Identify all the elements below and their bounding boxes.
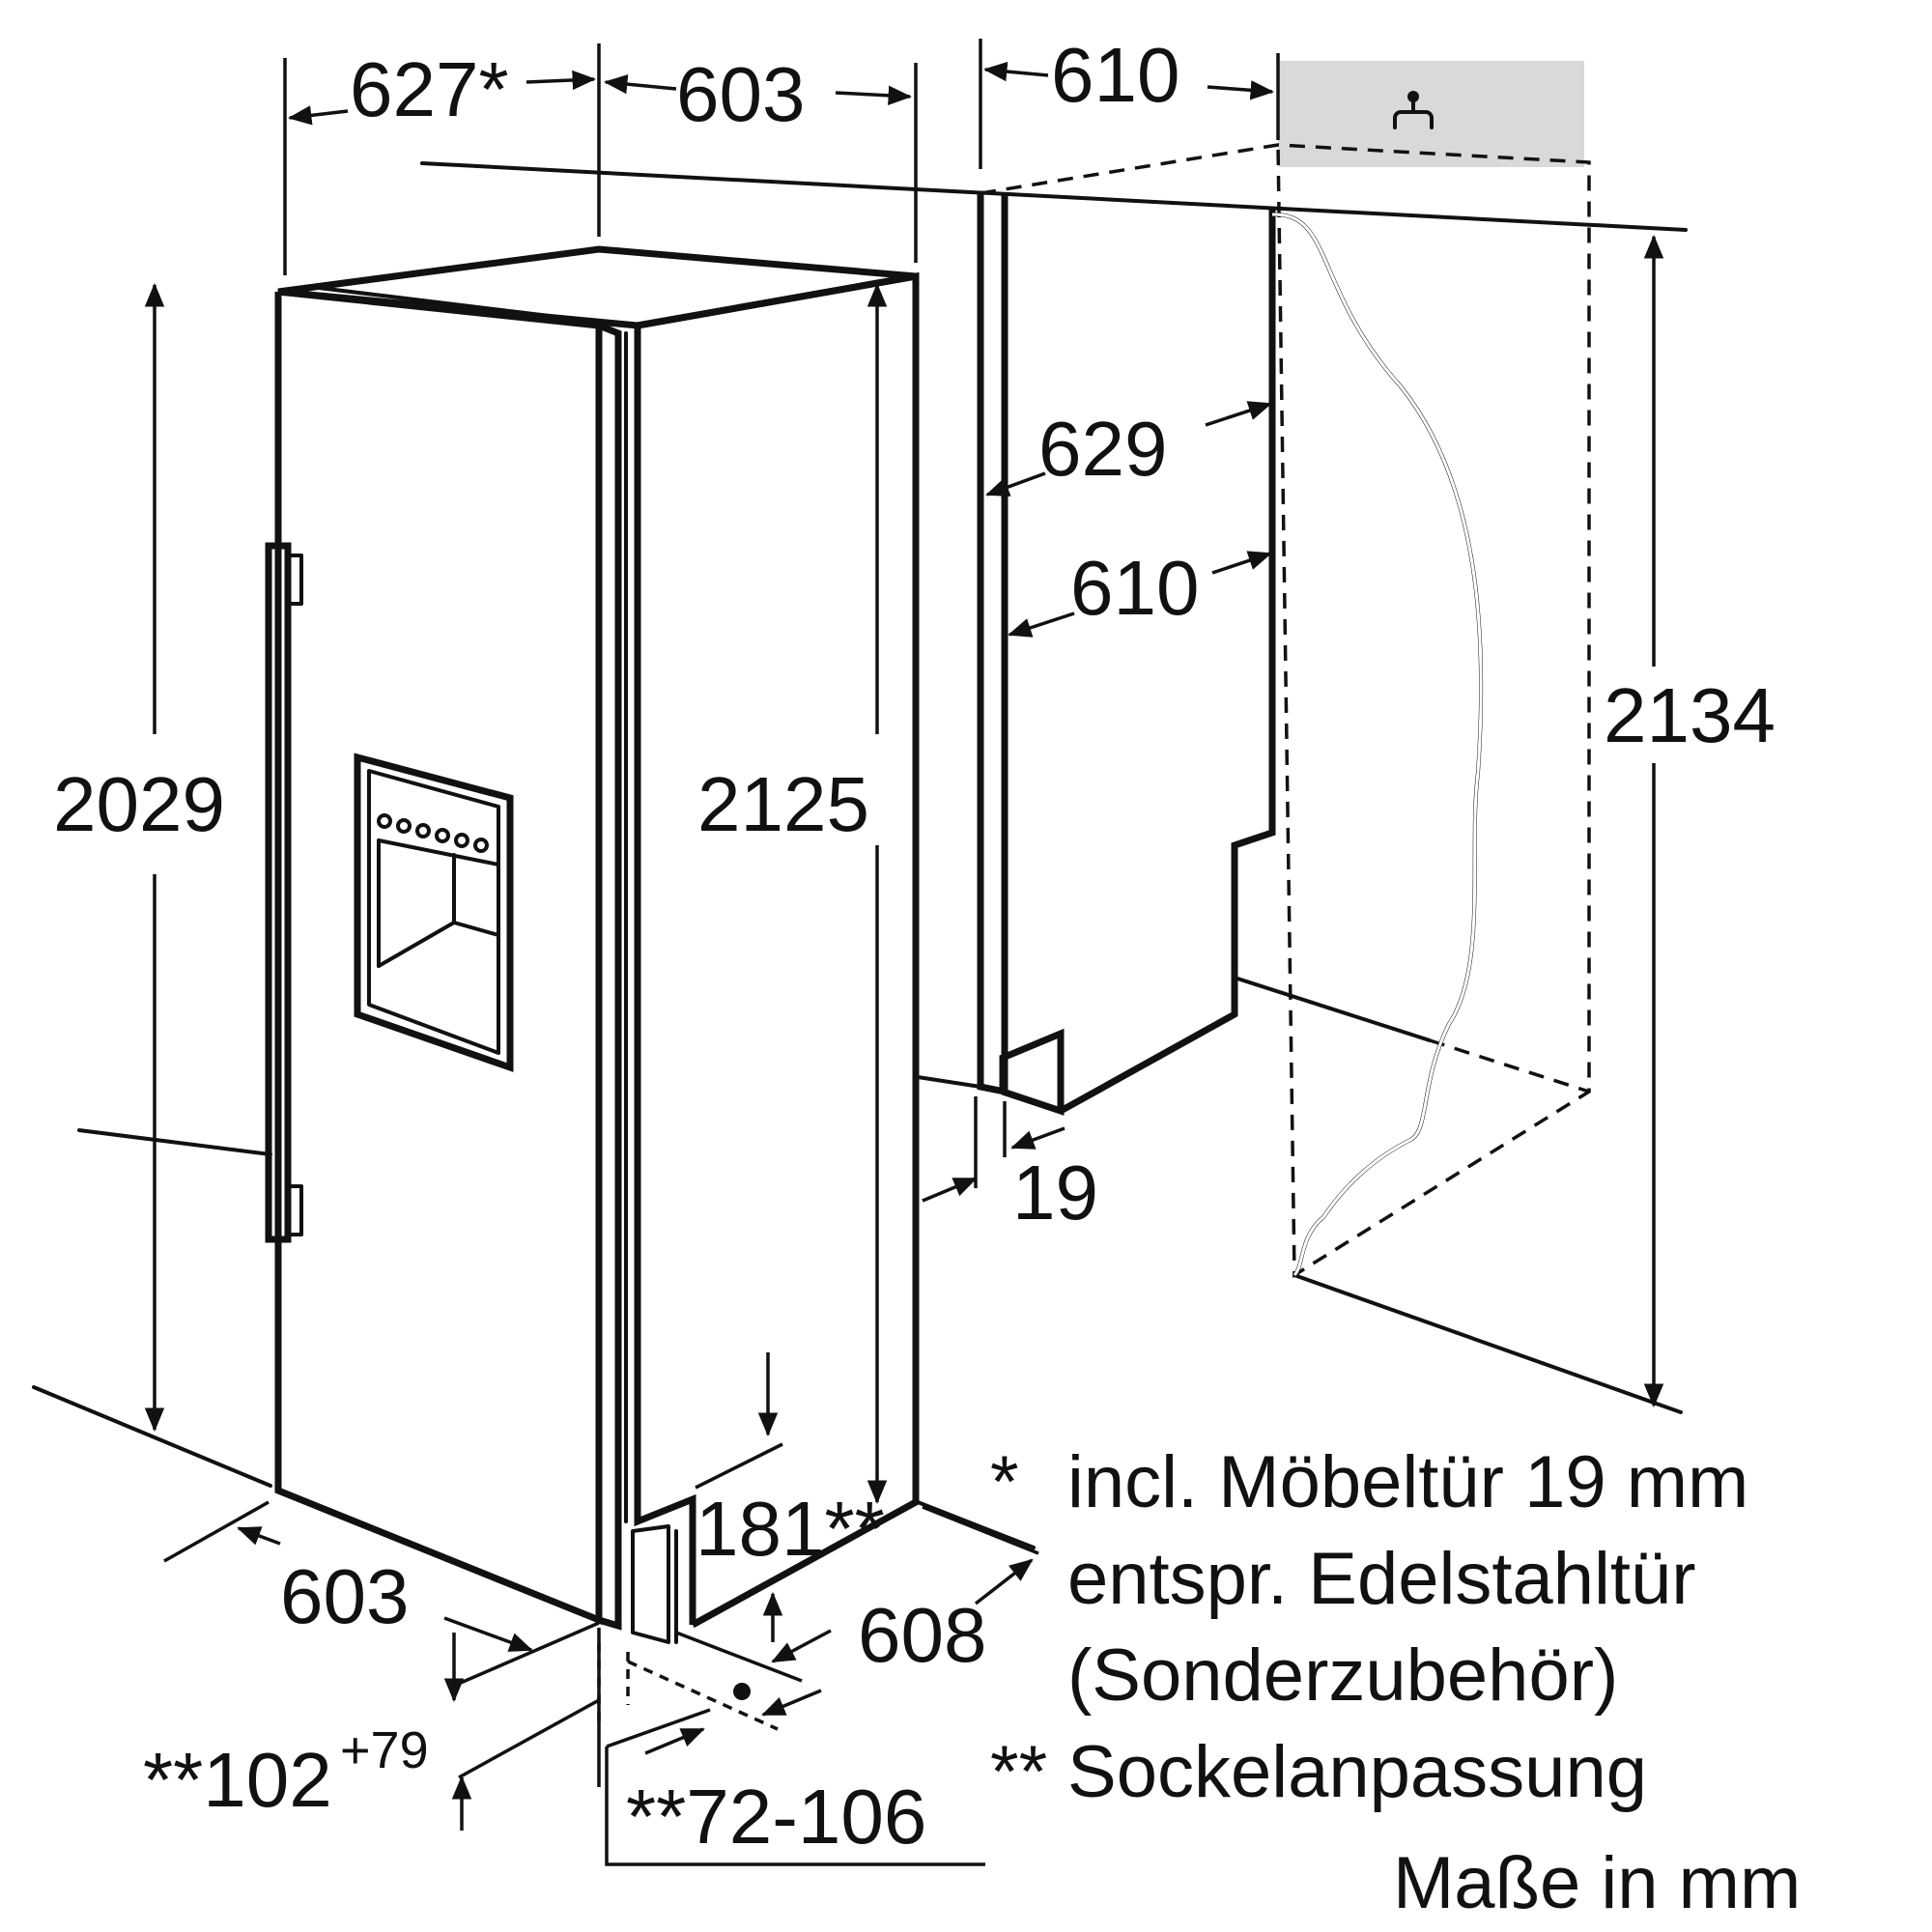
note-1-text: incl. Möbeltür 19 mm xyxy=(1067,1441,1748,1523)
units-caption: Maße in mm xyxy=(1393,1842,1801,1924)
note-2-text: entspr. Edelstahltür xyxy=(1067,1538,1696,1620)
dim-base-width: 603 xyxy=(280,1553,409,1639)
refrigerator-outline xyxy=(265,245,920,1644)
dim-plinth-adjust: **102 xyxy=(143,1737,332,1823)
dim-width-incl-door: 627* xyxy=(350,46,509,132)
niche-outline xyxy=(420,143,1688,1414)
note-4-text: Sockelanpassung xyxy=(1067,1731,1647,1813)
note-4-mark: ** xyxy=(990,1731,1047,1813)
dim-niche-depth-inner: 610 xyxy=(1070,545,1199,631)
floor-line-left xyxy=(32,1385,272,1488)
dim-base-depth: 608 xyxy=(858,1592,986,1678)
note-1-mark: * xyxy=(990,1441,1019,1523)
dim-width: 603 xyxy=(676,51,805,137)
dim-door-thickness: 19 xyxy=(1012,1150,1098,1236)
water-dispenser xyxy=(354,753,514,1072)
dim-plinth-height: 181** xyxy=(696,1486,885,1572)
dim-height-niche: 2134 xyxy=(1604,672,1776,758)
dim-height-door: 2125 xyxy=(697,761,869,847)
dim-plinth-range: **72-106 xyxy=(626,1774,926,1860)
dim-niche-depth-outer: 629 xyxy=(1038,406,1167,492)
dim-height-unit: 2029 xyxy=(53,761,225,847)
note-3-text: (Sonderzubehör) xyxy=(1067,1634,1618,1717)
dim-depth-top: 610 xyxy=(1051,32,1179,118)
water-tap-icon xyxy=(1393,91,1434,129)
dim-plinth-adjust-sup: +79 xyxy=(340,1721,429,1779)
